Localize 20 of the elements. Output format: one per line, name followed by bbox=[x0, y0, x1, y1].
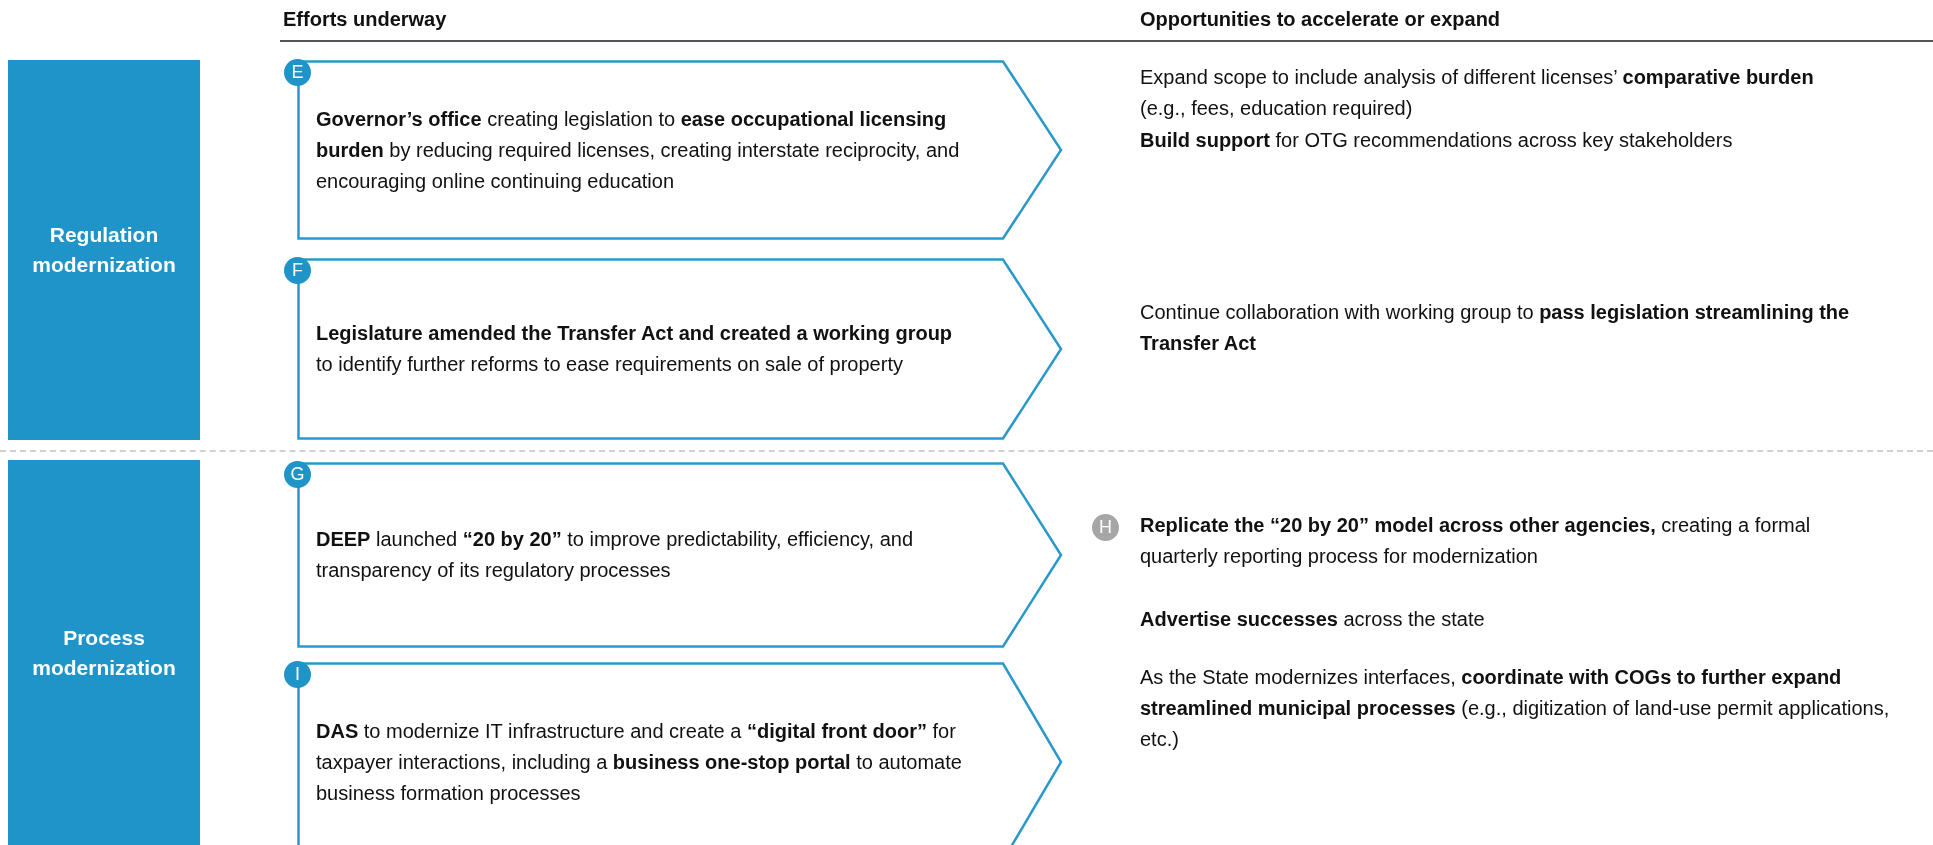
column-header: Efforts underway bbox=[283, 7, 448, 32]
opportunity-text: Build support for OTG recommendations across key stakeholders bbox=[1140, 128, 1734, 153]
category-band: Regulation modernization bbox=[8, 60, 200, 440]
letter-badge: H bbox=[1092, 514, 1119, 541]
letter-badge: F bbox=[284, 257, 311, 284]
letter-badge: I bbox=[284, 661, 311, 688]
effort-text: Governor’s office creating legislation to ease occupational licensing burden by reducing required licenses, creating interstate reciprocity, and encouraging online continuing education bbox=[316, 106, 961, 194]
opportunity-text: Replicate the “20 by 20” model across other agencies, creating a formal quarterly reporting process for modernization bbox=[1140, 513, 1812, 569]
letter-badge: E bbox=[284, 59, 311, 86]
effort-text: DEEP launched “20 by 20” to improve predictability, efficiency, and transparency of its regulatory processes bbox=[316, 527, 914, 583]
column-header: Opportunities to accelerate or expand bbox=[1140, 7, 1502, 32]
opportunity-text: As the State modernizes interfaces, coordinate with COGs to further expand streamlined municipal processes (e.g., digitization of land-use permit applications, etc.) bbox=[1140, 665, 1891, 752]
effort-text: Legislature amended the Transfer Act and created a working group to identify further reforms to ease requirements on sale of property bbox=[316, 321, 954, 377]
opportunity-text: Continue collaboration with working group to pass legislation streamlining the Transfer Act bbox=[1140, 300, 1851, 356]
chevron-box bbox=[297, 662, 1063, 845]
opportunity-text: Advertise successes across the state bbox=[1140, 607, 1486, 632]
effort-text: DAS to modernize IT infrastructure and create a “digital front door” for taxpayer interactions, including a business one-stop portal to automate business formation processes bbox=[316, 718, 963, 806]
letter-badge: G bbox=[284, 461, 311, 488]
opportunity-text: Expand scope to include analysis of different licenses’ comparative burden (e.g., fees, education required) bbox=[1140, 65, 1815, 121]
category-band: Process modernization bbox=[8, 460, 200, 845]
